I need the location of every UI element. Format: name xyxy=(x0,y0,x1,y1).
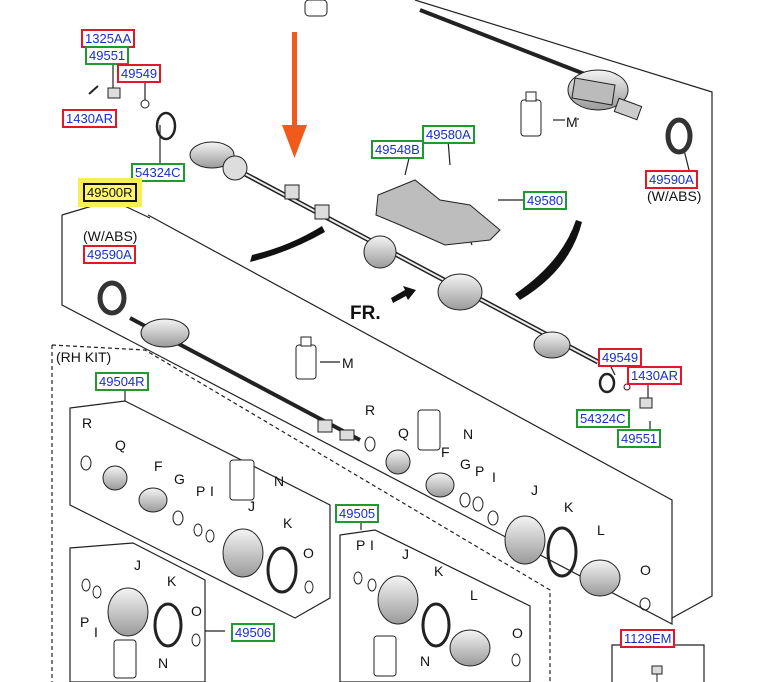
letter-n-bottom-mid: N xyxy=(420,653,431,669)
part-label-49504R: 49504R xyxy=(95,372,149,391)
note-rh-kit: (RH KIT) xyxy=(56,349,112,365)
part-label-1129EM: 1129EM xyxy=(620,629,676,648)
support-bracket xyxy=(375,179,501,246)
letter-o-right: O xyxy=(640,562,651,578)
sub-panel-49505 xyxy=(339,529,531,682)
letter-j-bottom-left: J xyxy=(134,557,141,573)
letter-l-bottom-mid: L xyxy=(470,587,478,603)
letter-p-right: P xyxy=(475,463,485,479)
letter-g-left: G xyxy=(174,471,185,487)
part-label-49549-top: 49549 xyxy=(117,64,162,83)
part-label-49590A-left: 49590A xyxy=(83,245,136,264)
letter-f-left: F xyxy=(154,458,163,474)
letter-o-left: O xyxy=(303,545,314,561)
letter-k-left: K xyxy=(283,515,293,531)
letter-p-left: P xyxy=(196,483,206,499)
upper-drive-shaft xyxy=(304,0,643,121)
part-label-49549-right: 49549 xyxy=(598,348,643,367)
letter-l-right: L xyxy=(597,522,605,538)
left-kit-components xyxy=(80,455,314,594)
note-w-abs-right: (W/ABS) xyxy=(647,188,702,204)
note-w-abs-left: (W/ABS) xyxy=(83,228,138,244)
letter-j-left: J xyxy=(248,498,255,514)
bottom-left-kit-components xyxy=(81,578,201,679)
orange-indicator-arrow xyxy=(282,32,307,158)
part-label-54324C-right: 54324C xyxy=(576,409,630,428)
letter-r-right: R xyxy=(365,402,376,418)
part-label-49548B: 49548B xyxy=(371,140,424,159)
letter-k-bottom-mid: K xyxy=(434,563,444,579)
letter-n-right: N xyxy=(463,426,474,442)
letter-i-left: I xyxy=(210,483,214,499)
letter-g-right: G xyxy=(460,456,471,472)
front-direction-label: FR. xyxy=(350,303,381,324)
letter-k-right: K xyxy=(564,499,574,515)
bolt-1129EM xyxy=(651,665,663,682)
letter-k-bottom-left: K xyxy=(167,573,177,589)
seal-ring-top xyxy=(155,111,177,141)
part-label-49500R: 49500R xyxy=(78,178,142,207)
part-label-49505: 49505 xyxy=(335,504,380,523)
grease-bottle-top xyxy=(520,91,542,137)
letter-r-left: R xyxy=(82,415,93,431)
abs-ring-right xyxy=(665,117,693,155)
letter-j-bottom-mid: J xyxy=(402,546,409,562)
letter-n-left: N xyxy=(274,473,285,489)
part-label-1430AR-top: 1430AR xyxy=(62,109,117,128)
part-label-1430AR-right: 1430AR xyxy=(627,366,682,385)
letter-m-mid: M xyxy=(342,355,354,371)
letter-j-right: J xyxy=(531,482,538,498)
letter-o-bottom-mid: O xyxy=(512,625,523,641)
letter-q-left: Q xyxy=(115,437,126,453)
letter-p-bottom-mid: P xyxy=(356,537,366,553)
grease-bottle-mid xyxy=(295,336,317,380)
part-label-54324C-top: 54324C xyxy=(131,163,185,182)
bottom-mid-kit-components xyxy=(353,571,521,677)
right-motion-arc xyxy=(515,220,582,300)
letter-m-top: M xyxy=(566,114,578,130)
letter-p-bottom-left: P xyxy=(80,614,90,630)
letter-i-right: I xyxy=(492,469,496,485)
letter-f-right: F xyxy=(441,444,450,460)
letter-n-bottom-left: N xyxy=(158,655,169,671)
part-label-49580A: 49580A xyxy=(422,125,475,144)
front-direction-arrow xyxy=(391,286,416,303)
letter-i-bottom-left: I xyxy=(94,624,98,640)
part-label-49551-top: 49551 xyxy=(85,46,130,65)
part-label-49590A-right: 49590A xyxy=(645,170,698,189)
lower-drive-shaft xyxy=(129,316,361,442)
right-cv-components xyxy=(364,372,653,611)
left-motion-arc xyxy=(250,226,325,262)
main-drive-shaft xyxy=(189,141,600,365)
letter-o-bottom-left: O xyxy=(191,603,202,619)
abs-ring-left xyxy=(97,280,127,316)
part-label-49506: 49506 xyxy=(231,623,276,642)
part-label-49580: 49580 xyxy=(523,191,568,210)
letter-i-bottom-mid: I xyxy=(370,537,374,553)
part-label-49551-right: 49551 xyxy=(617,429,662,448)
letter-q-right: Q xyxy=(398,425,409,441)
